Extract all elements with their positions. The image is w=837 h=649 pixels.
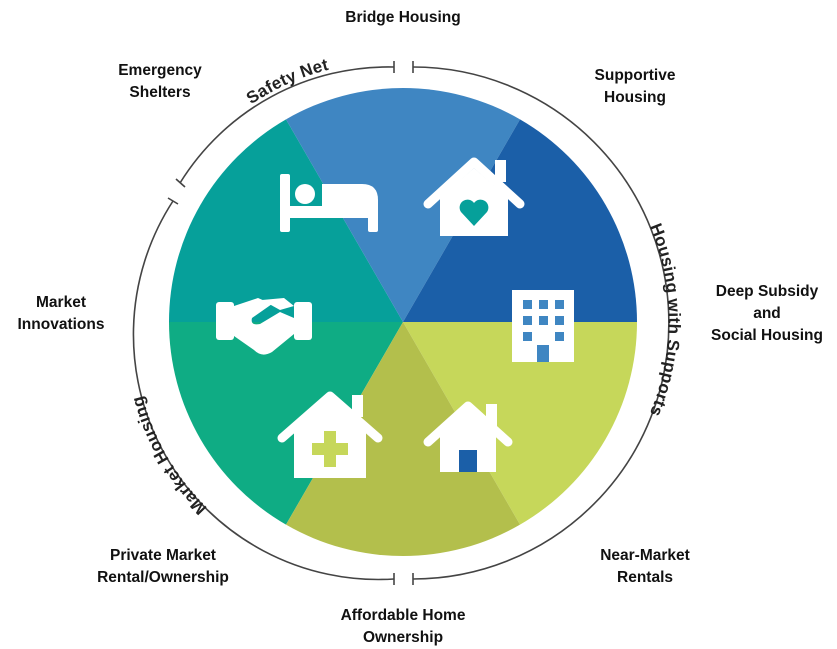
label-market-innovations-line1: Market xyxy=(36,294,86,311)
label-market-innovations: Market Innovations xyxy=(6,292,116,336)
label-deep-subsidy-line3: Social Housing xyxy=(711,327,823,344)
house-heart-icon xyxy=(423,157,525,236)
segment-deep-subsidy-social-housing xyxy=(286,87,520,322)
safety-net-bracket-tick-left xyxy=(175,178,186,188)
safety-net-bracket xyxy=(179,66,395,184)
label-affordable-home-line2: Ownership xyxy=(362,629,444,646)
housing-pie xyxy=(169,87,637,557)
label-private-market-line2: Rental/Ownership xyxy=(97,569,229,586)
market-housing-bracket xyxy=(132,200,395,581)
housing-supports-bracket xyxy=(412,66,670,580)
label-emergency-shelters-line2: Shelters xyxy=(129,84,191,101)
label-supportive-housing-line1: Supportive xyxy=(594,67,676,84)
label-emergency-shelters: Emergency Shelters xyxy=(95,60,225,104)
label-deep-subsidy-line2: and xyxy=(753,305,781,322)
arc-label-safety-net: Safety Net xyxy=(243,55,331,108)
label-deep-subsidy-line1: Deep Subsidy xyxy=(715,283,819,300)
outer-brackets xyxy=(132,61,670,585)
segment-emergency-shelters xyxy=(169,322,403,525)
segment-affordable-home-ownership xyxy=(403,322,637,525)
label-near-market-line2: Rentals xyxy=(617,569,673,586)
house-plus-icon xyxy=(277,391,383,478)
segment-near-market-rentals xyxy=(403,119,637,322)
segment-market-innovations xyxy=(286,322,520,557)
label-bridge-housing: Bridge Housing xyxy=(345,9,461,26)
label-market-innovations-line2: Innovations xyxy=(17,316,105,333)
label-affordable-home-ownership: Affordable Home Ownership xyxy=(323,605,483,649)
label-private-market-rental-ownership: Private Market Rental/Ownership xyxy=(78,545,248,589)
apartment-building-icon xyxy=(512,290,574,362)
arc-label-housing-with-supports: Housing with Supports xyxy=(646,221,684,420)
label-emergency-shelters-line1: Emergency xyxy=(118,62,202,79)
handshake-icon xyxy=(216,298,312,355)
market-housing-bracket-tick-top xyxy=(167,197,179,205)
label-near-market-line1: Near-Market xyxy=(600,547,690,564)
label-private-market-line1: Private Market xyxy=(110,547,216,564)
label-deep-subsidy-social-housing: Deep Subsidy and Social Housing xyxy=(700,281,834,347)
bed-icon xyxy=(280,174,378,232)
label-supportive-housing: Supportive Housing xyxy=(575,65,695,109)
label-supportive-housing-line2: Housing xyxy=(604,89,666,106)
label-near-market-rentals: Near-Market Rentals xyxy=(585,545,705,589)
label-affordable-home-line1: Affordable Home xyxy=(340,607,466,624)
house-icon xyxy=(423,401,513,472)
